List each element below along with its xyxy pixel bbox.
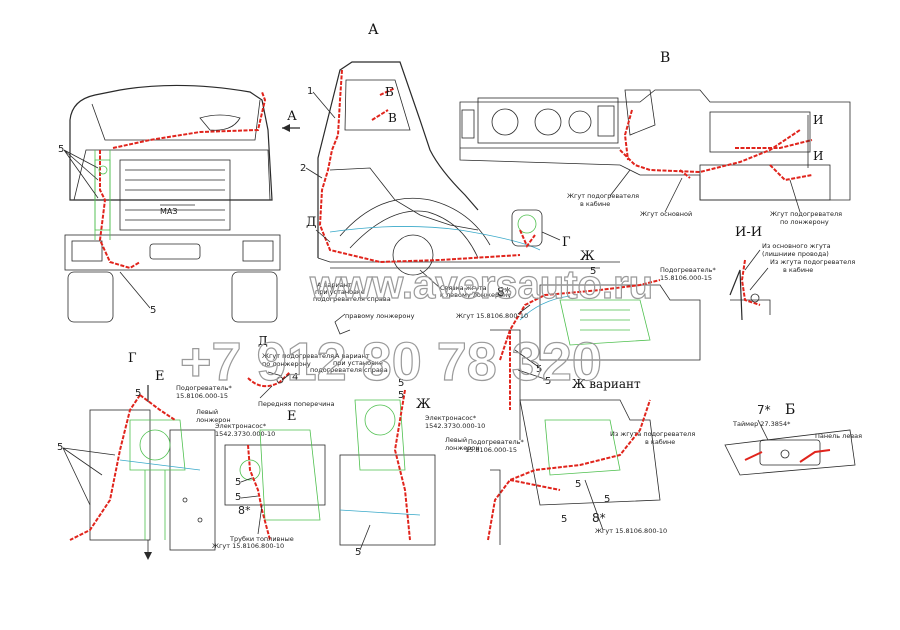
section-i-bottom: И xyxy=(813,149,823,163)
callout-5: 5 xyxy=(536,364,542,375)
harness-main-label: Жгут основной xyxy=(640,210,692,218)
truck-side-view: А Б В 1 2 Д Г А вариант при установке по… xyxy=(300,22,620,303)
callout-5: 5 xyxy=(590,266,596,277)
variant-mount-label: подогревателя справа xyxy=(313,295,391,303)
variant-right-label: А вариант xyxy=(335,352,370,360)
callout-5: 5 xyxy=(398,390,404,401)
view-e: Е Электронасос* 1542.3730.000-10 5 5 8* … xyxy=(212,409,326,550)
view-zh-middle: Ж Электронасос* 1542.3730.000-10 Левый л… xyxy=(339,378,485,558)
left-spar-label: Левый xyxy=(196,408,218,416)
harness-8106-3-label: Жгут 15.8106.800-10 xyxy=(595,527,667,535)
watermark-site: www.aversauto.ru xyxy=(309,263,653,307)
callout-5: 5 xyxy=(135,388,141,399)
in-cab-label: в кабине xyxy=(580,200,610,208)
callout-5: 5 xyxy=(575,479,581,490)
pump2-code: 1542.3730.000-10 xyxy=(425,422,485,430)
view-arrow-a: А xyxy=(282,109,300,132)
view-e-arrow-label: Е xyxy=(155,369,165,384)
view-label-v-section: В xyxy=(660,50,670,66)
watermark: www.aversauto.ru +7 912 80 78 320 xyxy=(179,262,653,392)
dashboard-view: В И И Жгут подогревателя в кабине Жгут о… xyxy=(459,50,851,226)
section-ii-label: И-И xyxy=(735,225,762,240)
detail-d-label: Д xyxy=(258,334,268,348)
to-spar2-label: по лонжерону xyxy=(262,360,311,368)
callout-5: 5 xyxy=(58,144,64,155)
callout-8: 8* xyxy=(497,285,511,299)
front-crossbar-label: Передняя поперечина xyxy=(258,400,335,408)
harness-heater-spar2-label: Жгут подогревателя xyxy=(262,352,334,360)
callout-5: 5 xyxy=(561,514,567,525)
variant-right-label: при установке xyxy=(333,359,383,367)
callout-8: 8* xyxy=(238,504,251,517)
heater-code: 15.8106.000-15 xyxy=(660,274,712,282)
callout-5: 5 xyxy=(545,376,551,387)
view-label-a-arrow: А xyxy=(287,109,297,124)
in-cabin3-label: в кабине xyxy=(645,438,675,446)
view-zh-variant: Ж вариант Подогреватель* 15.8106.000-15 … xyxy=(465,377,695,545)
fuel-tubes-label: Трубки топливные xyxy=(229,535,294,543)
heater-label: Подогреватель* xyxy=(660,266,716,274)
variant-right-label: подогревателя справа xyxy=(310,366,388,374)
heater-2-code: 15.8106.000-15 xyxy=(176,392,228,400)
pump-label: Электронасос* xyxy=(215,422,267,430)
heater-3-code: 15.8106.000-15 xyxy=(465,446,517,454)
detail-d: Д А вариант при установке подогревателя … xyxy=(247,334,388,408)
left-spar-label: лонжерон xyxy=(196,416,231,424)
truck-front-view: МАЗ xyxy=(64,84,281,323)
view-b-label: Б xyxy=(785,402,795,418)
view-g-label: Г xyxy=(128,351,137,366)
link-harness-label: Связка жгута xyxy=(440,284,487,292)
from-main-harness-label: Из основного жгута xyxy=(762,242,831,250)
view-zh-variant-label: Ж вариант xyxy=(572,377,641,391)
view-label-b: Б xyxy=(385,85,394,99)
view-label-v: В xyxy=(388,111,397,125)
panel-left-label: Панель левая xyxy=(815,432,862,440)
harness-8106-2-label: Жгут 15.8106.800-10 xyxy=(212,542,284,550)
section-ii: И-И Из основного жгута (лишниие провода)… xyxy=(729,225,855,321)
in-cabin-label: в кабине xyxy=(783,266,813,274)
excess-wires-label: (лишниие провода) xyxy=(762,250,829,258)
callout-5: 5 xyxy=(398,378,404,389)
callout-4: 4 xyxy=(292,372,298,383)
harness-heater-cab-label: Жгут подогревателя xyxy=(567,192,639,200)
watermark-phone: +7 912 80 78 320 xyxy=(180,332,602,392)
from-heater-harness-label: Из жгута подогревателя xyxy=(770,258,855,266)
to-spar-label: по лонжерону xyxy=(780,218,829,226)
pump2-label: Электронасос* xyxy=(425,414,477,422)
callout-5: 5 xyxy=(604,494,610,505)
view-label-a: А xyxy=(368,22,379,38)
pump-code: 1542.3730.000-10 xyxy=(215,430,275,438)
section-i-top: И xyxy=(813,113,823,127)
from-harness-heater-label: Из жгута подогревателя xyxy=(610,430,695,438)
callout-7: 7* xyxy=(757,403,771,417)
link-harness-label: к левому лонжерону xyxy=(440,291,511,299)
callout-5: 5 xyxy=(57,442,63,453)
view-zh-top: Ж 5 Подогреватель* 15.8106.000-15 8* Жгу… xyxy=(334,249,716,440)
view-g: Г Е Подогреватель* 15.8106.000-15 Левый … xyxy=(57,351,232,560)
view-b: Б 7* Таймер 27.3854* Панель левая xyxy=(724,402,862,476)
svg-text:МАЗ: МАЗ xyxy=(160,207,178,216)
left-spar4-label: лонжерон xyxy=(445,444,480,452)
heater-3-label: Подогреватель* xyxy=(468,438,524,446)
view-zh-middle-label: Ж xyxy=(416,397,431,412)
right-spar-label: правому лонжерону xyxy=(345,312,415,320)
view-e-label: Е xyxy=(287,409,297,424)
variant-mount-label: при установке xyxy=(315,288,365,296)
callout-5: 5 xyxy=(355,547,361,558)
callout-5: 5 xyxy=(150,305,156,316)
callout-2: 2 xyxy=(300,163,306,174)
left-spar3-label: Левый xyxy=(445,436,467,444)
view-label-zh: Ж xyxy=(580,249,595,264)
timer-label: Таймер 27.3854* xyxy=(732,420,791,428)
callout-5: 5 xyxy=(235,477,241,488)
variant-mount-label: А вариант xyxy=(317,281,352,289)
callout-1: 1 xyxy=(307,86,313,97)
harness-heater-spar-label: Жгут подогревателя xyxy=(770,210,842,218)
heater-2-label: Подогреватель* xyxy=(176,384,232,392)
view-label-g: Г xyxy=(562,235,571,250)
callout-5: 5 xyxy=(235,492,241,503)
view-label-d: Д xyxy=(306,215,317,230)
harness-8106-label: Жгут 15.8106.800-10 xyxy=(456,312,528,320)
